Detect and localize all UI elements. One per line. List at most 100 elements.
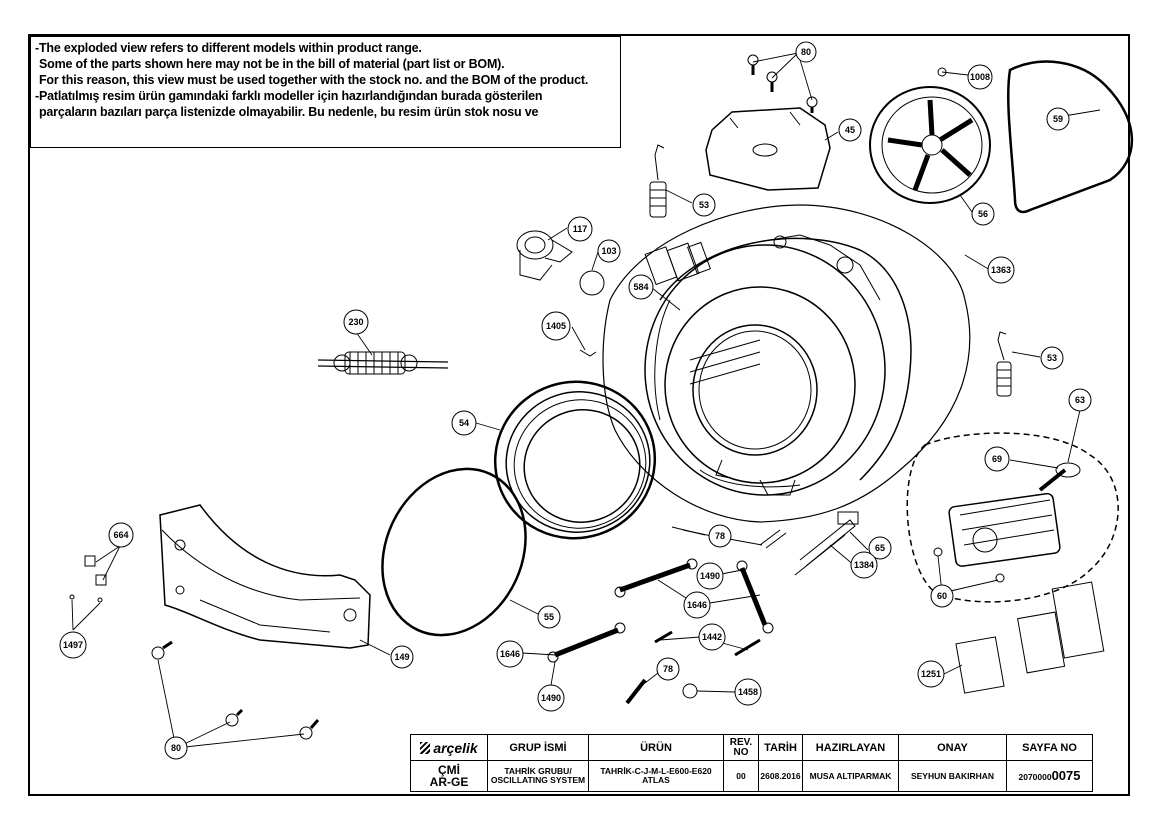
- callout-1405: 1405: [541, 311, 571, 341]
- callout-80: 80: [795, 41, 817, 63]
- svg-text:60: 60: [937, 591, 947, 601]
- svg-text:63: 63: [1075, 395, 1085, 405]
- note-line: -The exploded view refers to different m…: [35, 41, 422, 55]
- note-line: Some of the parts shown here may not be …: [39, 57, 505, 71]
- clamp-103: [579, 270, 605, 296]
- svg-text:1363: 1363: [991, 265, 1011, 275]
- callout-1646: 1646: [496, 640, 524, 668]
- brand-mark-icon: [420, 741, 431, 754]
- svg-text:230: 230: [348, 317, 363, 327]
- counterweight: [159, 504, 371, 649]
- door-bellow: [493, 380, 657, 540]
- nut-1458: [682, 683, 698, 699]
- spring-53-right: [996, 331, 1012, 397]
- callout-149: 149: [390, 645, 414, 669]
- svg-text:55: 55: [544, 612, 554, 622]
- callout-78: 78: [708, 524, 732, 548]
- svg-text:53: 53: [1047, 353, 1057, 363]
- header-group-name: GRUP İSMİ: [487, 734, 589, 761]
- svg-text:80: 80: [171, 743, 181, 753]
- callout-1497: 1497: [59, 631, 87, 659]
- header-date: TARİH: [758, 734, 803, 761]
- svg-text:1008: 1008: [970, 72, 990, 82]
- foot-664-a: [84, 555, 96, 567]
- svg-text:78: 78: [715, 531, 725, 541]
- damper-1646-c: [547, 622, 626, 663]
- callout-60: 60: [930, 584, 954, 608]
- callout-1251: 1251: [917, 660, 945, 688]
- callout-230: 230: [343, 309, 369, 335]
- pin-1497-b: [97, 597, 103, 603]
- svg-text:103: 103: [601, 246, 616, 256]
- svg-text:584: 584: [633, 282, 648, 292]
- callouts: 80 1008 59 45 56 53 117 103 1363 584 230…: [59, 41, 1092, 760]
- motor: [948, 468, 1067, 567]
- note-line: -Patlatılmış resim ürün gamındaki farklı…: [35, 89, 543, 103]
- motor-group-outline: [906, 432, 1119, 603]
- svg-text:1646: 1646: [687, 600, 707, 610]
- callout-1363: 1363: [987, 256, 1015, 284]
- value-approved-by: SEYHUN BAKIRHAN: [898, 760, 1007, 792]
- title-block: arçelik GRUP İSMİ ÜRÜN REV. NO TARİH HAZ…: [410, 734, 1093, 792]
- damper-1646-b: [736, 560, 774, 634]
- page-no-prefix: 2070000: [1018, 771, 1052, 782]
- callout-584: 584: [628, 274, 654, 300]
- value-prepared-by: MUSA ALTIPARMAK: [802, 760, 899, 792]
- damper-1646-a: [614, 558, 698, 598]
- screw-1008: [937, 67, 947, 77]
- header-approved-by: ONAY: [898, 734, 1007, 761]
- drain-pump: [516, 230, 573, 281]
- value-page-no: 20700000075: [1006, 760, 1093, 792]
- svg-text:80: 80: [801, 47, 811, 57]
- pin-1442: [654, 630, 761, 657]
- tub-assembly: [644, 234, 912, 496]
- callout-54: 54: [451, 410, 477, 436]
- callout-1008: 1008: [967, 64, 993, 90]
- callout-45: 45: [838, 118, 862, 142]
- svg-text:117: 117: [573, 224, 588, 234]
- svg-text:59: 59: [1053, 114, 1063, 124]
- value-product: TAHRİK-C-J-M-L-E600-E620 ATLAS: [588, 760, 724, 792]
- heater: [794, 511, 859, 576]
- screw-60-a: [933, 547, 943, 557]
- callout-59: 59: [1046, 107, 1070, 131]
- svg-text:1251: 1251: [921, 669, 941, 679]
- svg-text:1490: 1490: [541, 693, 561, 703]
- brand-name: arçelik: [433, 739, 478, 756]
- header-page-no: SAYFA NO: [1006, 734, 1093, 761]
- electronic-card: [955, 581, 1105, 694]
- callout-1490: 1490: [537, 684, 565, 712]
- svg-text:1646: 1646: [500, 649, 520, 659]
- callout-53: 53: [692, 193, 716, 217]
- svg-text:65: 65: [875, 543, 885, 553]
- svg-text:1490: 1490: [700, 571, 720, 581]
- callout-56: 56: [971, 202, 995, 226]
- callout-1646: 1646: [683, 591, 711, 619]
- pulley: [869, 86, 991, 204]
- drive-belt: [1007, 60, 1134, 214]
- pin-78: [625, 678, 647, 705]
- pin-1497-a: [69, 594, 75, 600]
- svg-text:56: 56: [978, 209, 988, 219]
- exploded-view-note: -The exploded view refers to different m…: [30, 36, 621, 148]
- svg-text:1497: 1497: [63, 640, 83, 650]
- bolts-80-bottom: [151, 640, 320, 740]
- svg-text:53: 53: [699, 200, 709, 210]
- svg-text:664: 664: [113, 530, 128, 540]
- callout-69: 69: [984, 446, 1010, 472]
- header-prepared-by: HAZIRLAYAN: [802, 734, 899, 761]
- rear-tub-outline: [602, 204, 971, 523]
- callout-1442: 1442: [698, 623, 726, 651]
- callout-1384: 1384: [850, 551, 878, 579]
- value-date: 2608.2016: [758, 760, 803, 792]
- callout-80: 80: [164, 736, 188, 760]
- callout-55: 55: [537, 605, 561, 629]
- clip-1405: [579, 349, 597, 357]
- svg-text:1458: 1458: [738, 687, 758, 697]
- drawing-frame: [28, 34, 1130, 796]
- value-group-name: TAHRİK GRUBU/ OSCILLATING SYSTEM: [487, 760, 589, 792]
- callout-664: 664: [108, 522, 134, 548]
- header-rev-no: REV. NO: [723, 734, 759, 761]
- page-no-suffix: 0075: [1051, 767, 1081, 783]
